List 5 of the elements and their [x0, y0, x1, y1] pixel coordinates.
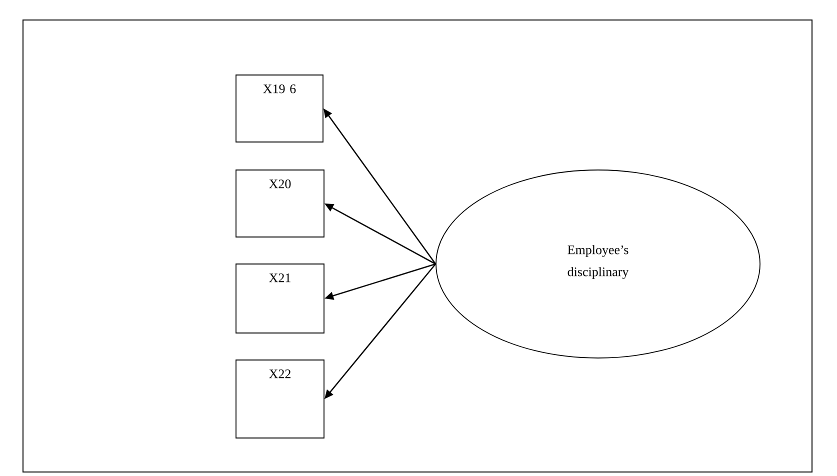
label-box: X22	[236, 360, 324, 438]
label-box: X19 6	[236, 74, 324, 142]
label-box: X20	[236, 170, 324, 238]
label-box: X21	[236, 264, 324, 334]
ellipse-node: Employee’s disciplinary	[436, 170, 760, 358]
